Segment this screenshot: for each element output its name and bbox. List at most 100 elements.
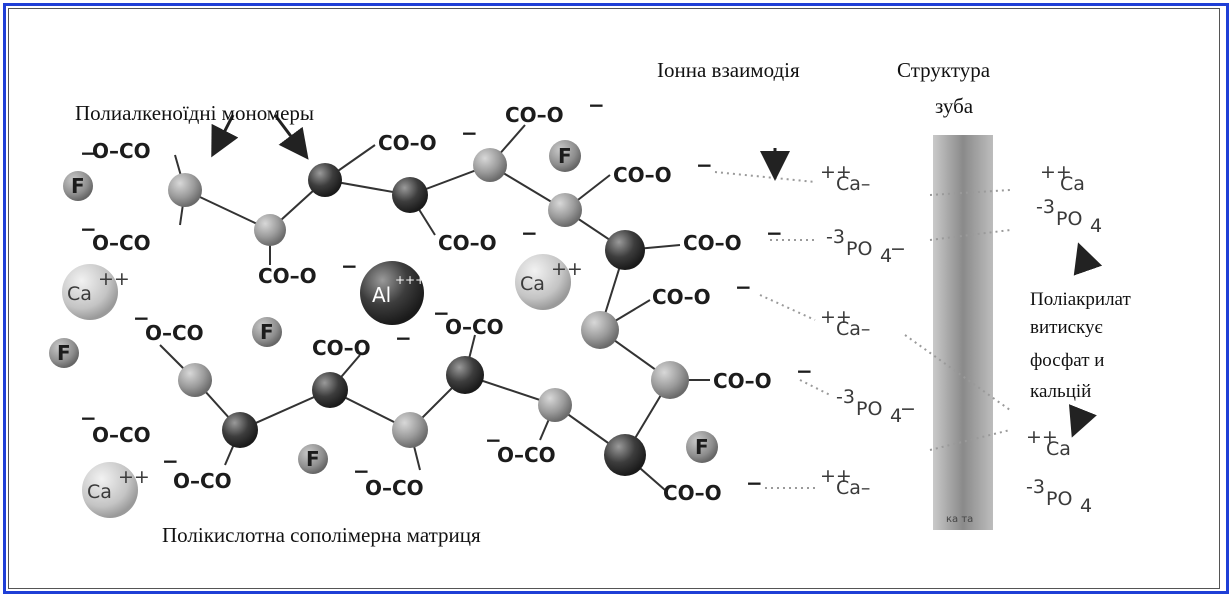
- svg-text:−: −: [433, 301, 450, 325]
- carboxyl-2: −O–CO: [80, 217, 151, 255]
- svg-text:+++: +++: [395, 273, 425, 287]
- svg-text:CO–O: CO–O: [663, 481, 722, 505]
- carboxyl-9: CO–O−: [652, 275, 752, 309]
- svg-text:CO–O: CO–O: [258, 264, 317, 288]
- svg-text:−: −: [746, 471, 763, 495]
- svg-text:−: −: [521, 221, 538, 245]
- svg-text:Ca: Ca: [520, 273, 545, 295]
- carboxyl-18: CO–O−: [663, 471, 763, 505]
- carboxyl-1: −O–CO: [80, 139, 151, 165]
- figure-frame: [3, 3, 1229, 594]
- carboxyl-8: CO–O−: [683, 221, 783, 255]
- svg-text:Ca–: Ca–: [836, 318, 870, 340]
- svg-text:-3: -3: [826, 226, 845, 248]
- svg-text:O–CO: O–CO: [445, 315, 504, 339]
- calcium-atoms: Ca++ Ca++ Ca++: [62, 254, 583, 518]
- svg-text:O–CO: O–CO: [92, 139, 151, 163]
- svg-text:-3: -3: [1036, 196, 1055, 218]
- svg-text:−: −: [353, 459, 370, 483]
- svg-text:++: ++: [820, 306, 852, 328]
- svg-text:Ca–: Ca–: [836, 173, 870, 195]
- svg-text:−: −: [341, 254, 358, 278]
- polyacrylate-label-line1: Поліакрилат: [1030, 289, 1131, 310]
- fluoride-2: F: [549, 140, 581, 172]
- calcium-2: Ca++: [515, 254, 583, 310]
- svg-text:O–CO: O–CO: [92, 231, 151, 255]
- svg-text:−: −: [766, 221, 783, 245]
- fluoride-3: F: [252, 317, 282, 347]
- fluoride-4: F: [49, 338, 79, 368]
- svg-text:O–CO: O–CO: [497, 443, 556, 467]
- tooth-structure-bar: [933, 135, 993, 530]
- tooth-small-label: ка та: [946, 514, 973, 525]
- svg-text:−: −: [735, 275, 752, 299]
- ion-ca-5: ++Ca: [1026, 426, 1071, 460]
- carboxyl-5: CO–O−: [613, 153, 713, 187]
- svg-text:-3: -3: [836, 386, 855, 408]
- svg-text:Ca: Ca: [1046, 438, 1071, 460]
- svg-text:−: −: [80, 406, 97, 430]
- svg-text:−: −: [133, 306, 150, 330]
- svg-text:-3: -3: [1026, 476, 1045, 498]
- backbone-atoms: [168, 148, 689, 476]
- svg-text:−: −: [588, 93, 605, 117]
- svg-text:PO: PO: [846, 238, 872, 260]
- svg-text:CO–O: CO–O: [505, 103, 564, 127]
- svg-text:Al: Al: [372, 283, 391, 307]
- svg-text:O–CO: O–CO: [173, 469, 232, 493]
- carboxyl-13: CO–O−: [713, 359, 813, 393]
- svg-text:Ca: Ca: [1060, 173, 1085, 195]
- svg-text:PO: PO: [856, 398, 882, 420]
- carboxyl-14: −O–CO: [80, 406, 151, 447]
- calcium-3: Ca++: [82, 462, 150, 518]
- svg-text:4: 4: [880, 245, 892, 267]
- ion-ca-3: ++Ca–: [820, 465, 870, 499]
- svg-text:O–CO: O–CO: [365, 476, 424, 500]
- svg-text:F: F: [57, 341, 71, 365]
- svg-text:−: −: [80, 141, 97, 165]
- carboxyl-10: −O–CO: [133, 306, 204, 345]
- carboxyl-7: CO–O−: [258, 254, 358, 288]
- svg-text:F: F: [695, 435, 709, 459]
- svg-text:−: −: [890, 238, 906, 260]
- svg-text:Ca–: Ca–: [836, 477, 870, 499]
- svg-text:O–CO: O–CO: [92, 423, 151, 447]
- svg-text:CO–O: CO–O: [312, 336, 371, 360]
- svg-text:F: F: [558, 144, 572, 168]
- svg-text:CO–O: CO–O: [713, 369, 772, 393]
- ionic-interaction-lines: [714, 171, 1011, 489]
- svg-text:CO–O: CO–O: [683, 231, 742, 255]
- arrow-monomer-right: [273, 114, 309, 160]
- svg-text:++: ++: [1026, 426, 1058, 448]
- svg-text:F: F: [260, 320, 274, 344]
- svg-text:O–CO: O–CO: [145, 321, 204, 345]
- svg-text:++: ++: [820, 465, 852, 487]
- arrow-polyacrylate-down: [1068, 404, 1097, 438]
- svg-text:−: −: [696, 153, 713, 177]
- carboxyl-12: −O–CO: [433, 301, 504, 339]
- ion-ca-1: ++Ca–: [820, 161, 870, 195]
- carboxyl-17: −O–CO: [353, 459, 424, 500]
- aluminium-atom: Al +++: [360, 261, 425, 325]
- fluoride-6: F: [686, 431, 718, 463]
- carboxyl-15: −O–CO: [162, 449, 232, 493]
- arrow-monomer-left: [211, 114, 239, 158]
- carboxyl-groups: −O–CO −O–CO CO–O− CO–O− CO–O− CO–O− CO–O…: [80, 93, 813, 505]
- svg-text:Ca: Ca: [67, 283, 92, 305]
- svg-text:4: 4: [890, 405, 902, 427]
- matrix-label: Полікислотна сополімерна матриця: [162, 523, 481, 547]
- svg-text:CO–O: CO–O: [652, 285, 711, 309]
- carboxyl-6: CO–O−: [438, 221, 538, 255]
- carboxyl-16: −O–CO: [485, 428, 556, 467]
- fluoride-1: F: [63, 171, 93, 201]
- fluoride-atoms: F F F F F F: [49, 140, 718, 474]
- svg-text:F: F: [306, 447, 320, 471]
- svg-text:F: F: [71, 174, 85, 198]
- svg-text:−: −: [80, 217, 97, 241]
- arrows: [211, 114, 1103, 438]
- svg-text:CO–O: CO–O: [613, 163, 672, 187]
- svg-text:Ca: Ca: [87, 481, 112, 503]
